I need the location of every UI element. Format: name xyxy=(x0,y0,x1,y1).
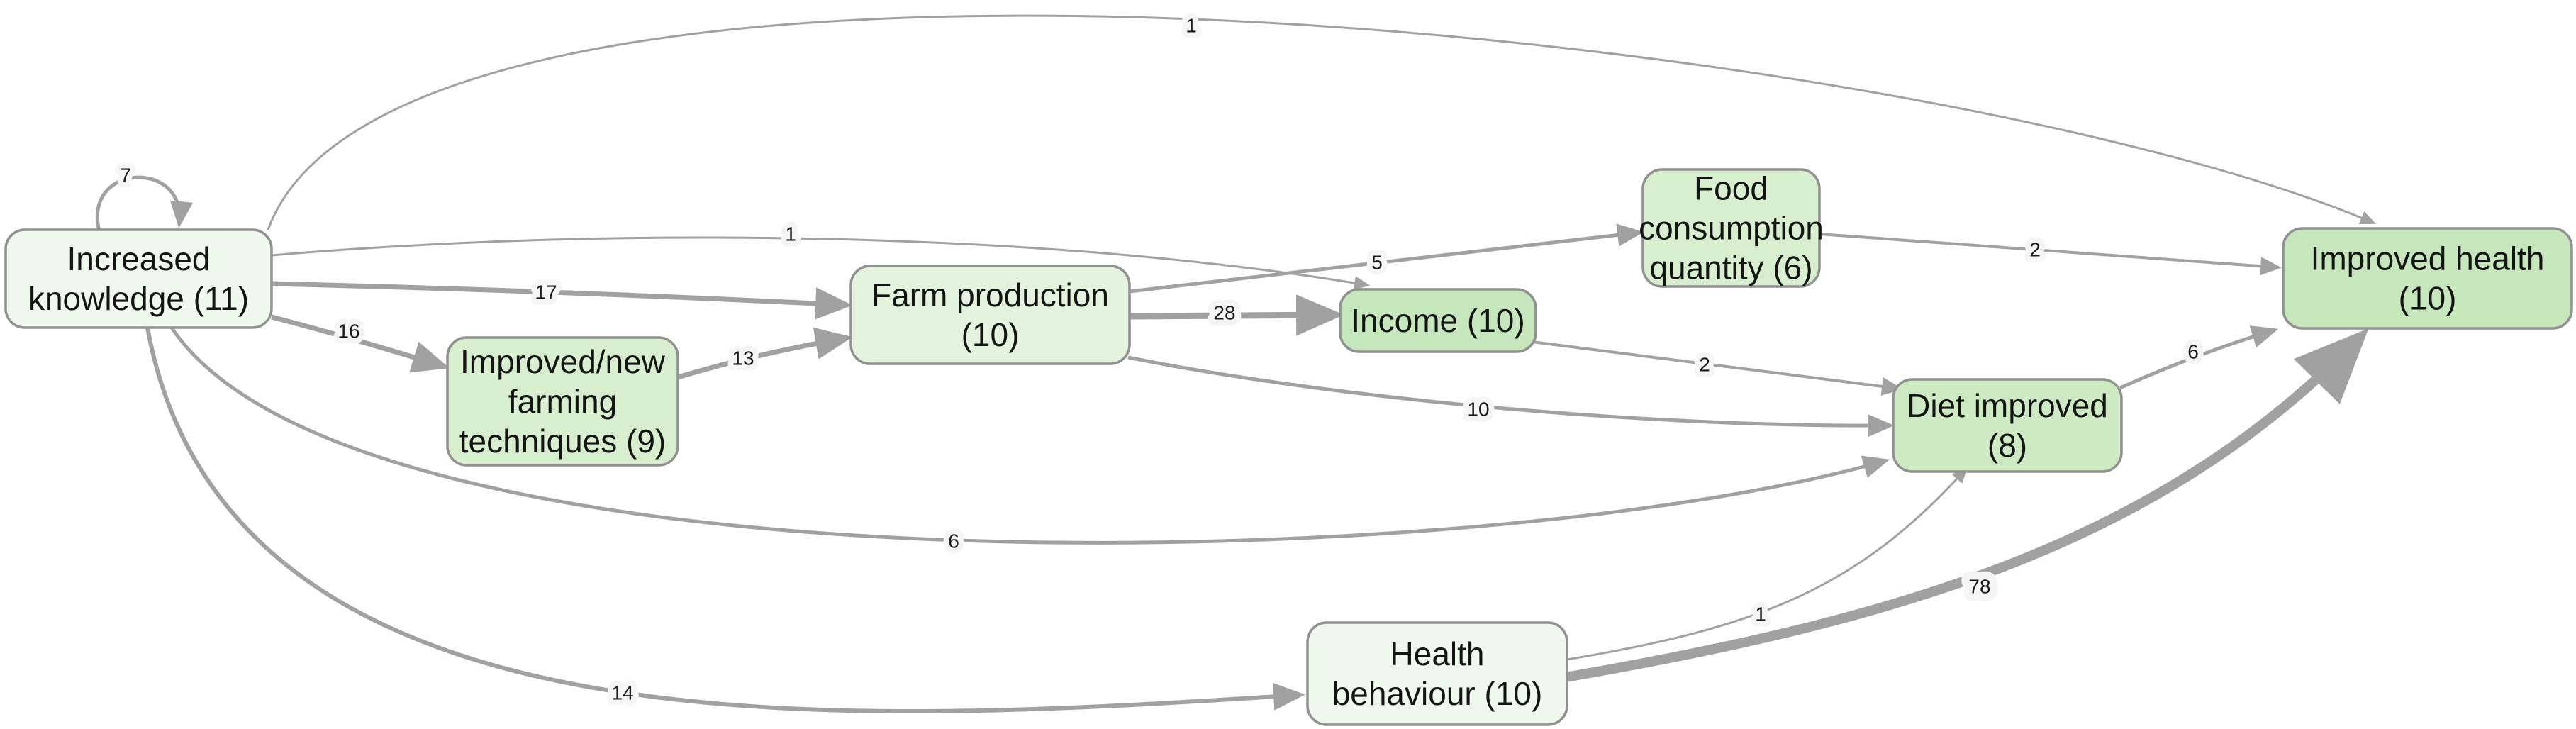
edge-weight-increased-knowledge-to-income: 1 xyxy=(785,223,796,245)
edge-weight-farm-production-to-food-consumption: 5 xyxy=(1371,252,1383,274)
edge-income-to-diet-improved[interactable] xyxy=(1532,340,1903,396)
node-box-improved-health[interactable] xyxy=(2282,227,2573,330)
edge-weight-increased-knowledge-to-diet-improved: 6 xyxy=(948,530,959,552)
edge-diet-improved-to-improved-health[interactable] xyxy=(2119,325,2279,390)
edge-health-behaviour-to-diet-improved[interactable] xyxy=(1566,467,1968,661)
node-box-increased-knowledge[interactable] xyxy=(4,228,273,329)
node-box-farming-techniques[interactable] xyxy=(446,336,679,467)
edge-farm-production-to-income[interactable] xyxy=(1129,294,1344,336)
node-farm-production[interactable]: Farm production(10) xyxy=(849,265,1131,365)
edge-weight-farm-production-to-diet-improved: 10 xyxy=(1467,399,1489,421)
node-label-farm-production: Farm production(10) xyxy=(871,277,1109,353)
edge-increased-knowledge-to-farming-techniques[interactable] xyxy=(271,314,450,373)
node-label-diet-improved: Diet improved(8) xyxy=(1907,387,2108,464)
edge-increased-knowledge-to-increased-knowledge[interactable] xyxy=(96,175,194,232)
edge-weight-increased-knowledge-to-health-behaviour: 14 xyxy=(611,682,633,704)
edge-increased-knowledge-to-diet-improved[interactable] xyxy=(169,326,1890,545)
node-box-diet-improved[interactable] xyxy=(1892,378,2123,473)
edge-weight-farm-production-to-income: 28 xyxy=(1213,302,1235,324)
edge-label-layer: 7 1 1 17 16 6 14 13 28 5 10 2 2 6 1 78 xyxy=(114,9,2204,710)
edge-food-consumption-to-improved-health[interactable] xyxy=(1819,233,2282,276)
edge-farm-production-to-food-consumption[interactable] xyxy=(1129,223,1644,294)
node-improved-health[interactable]: Improved health(10) xyxy=(2282,227,2573,330)
edge-weight-health-behaviour-to-diet-improved: 1 xyxy=(1755,603,1766,625)
edge-weight-food-consumption-to-improved-health: 2 xyxy=(2029,239,2041,261)
node-box-farm-production[interactable] xyxy=(849,265,1131,365)
edge-weight-increased-knowledge-to-improved-health: 1 xyxy=(1186,15,1197,37)
edge-farm-production-to-diet-improved[interactable] xyxy=(1127,355,1895,438)
node-label-income: Income (10) xyxy=(1351,302,1524,339)
edge-farming-techniques-to-farm-production[interactable] xyxy=(676,327,853,380)
node-diet-improved[interactable]: Diet improved(8) xyxy=(1892,378,2123,473)
edge-weight-increased-knowledge-to-farm-production: 17 xyxy=(535,282,557,304)
edge-layer xyxy=(96,14,2377,714)
node-box-health-behaviour[interactable] xyxy=(1306,621,1568,726)
edge-weight-income-to-diet-improved: 2 xyxy=(1699,354,1710,376)
edge-weight-farming-techniques-to-farm-production: 13 xyxy=(732,347,754,369)
node-income[interactable]: Income (10) xyxy=(1339,288,1537,353)
node-label-improved-health: Improved health(10) xyxy=(2311,240,2545,317)
edge-health-behaviour-to-improved-health[interactable] xyxy=(1564,328,2369,682)
edge-weight-increased-knowledge-to-increased-knowledge: 7 xyxy=(120,165,131,187)
edge-increased-knowledge-to-farm-production[interactable] xyxy=(271,281,853,320)
edge-weight-increased-knowledge-to-farming-techniques: 16 xyxy=(338,321,359,343)
node-box-income[interactable] xyxy=(1339,288,1537,353)
edge-weight-diet-improved-to-improved-health: 6 xyxy=(2187,341,2199,363)
edge-weight-health-behaviour-to-improved-health: 78 xyxy=(1968,576,1990,598)
edge-increased-knowledge-to-improved-health[interactable] xyxy=(267,14,2377,230)
edge-increased-knowledge-to-income[interactable] xyxy=(271,236,1371,290)
edge-increased-knowledge-to-health-behaviour[interactable] xyxy=(145,327,1305,714)
node-box-food-consumption[interactable] xyxy=(1641,168,1821,288)
